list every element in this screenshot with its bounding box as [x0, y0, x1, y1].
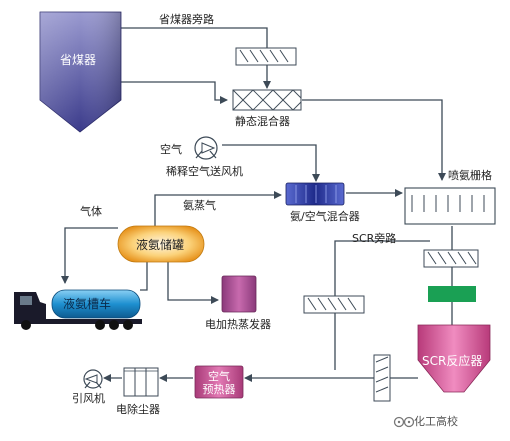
economizer-bypass-damper	[235, 47, 297, 66]
tank-to-vaporizer-line	[167, 262, 219, 304]
dilution-fan-label: 稀释空气送风机	[166, 165, 243, 178]
fan-icon	[194, 136, 218, 160]
ammonia-storage-tank	[117, 225, 205, 263]
scr-bypass-line	[334, 240, 430, 370]
air-label: 空气	[160, 143, 182, 156]
tanker-label: 液氨槽车	[63, 297, 112, 311]
ammonia-injection-grid	[404, 187, 496, 225]
watermark-label: 化工高校	[414, 415, 458, 428]
scr-reactor-label: SCR反应器	[422, 354, 483, 368]
scr-bypass-label: SCR旁路	[352, 232, 397, 245]
dilution-air-line	[222, 144, 320, 182]
economizer-bypass-label: 省煤器旁路	[159, 13, 214, 26]
static-mixer-label: 静态混合器	[235, 115, 290, 128]
gas-return-line	[61, 227, 118, 284]
scr-reactor	[417, 324, 491, 393]
gas-label: 气体	[80, 205, 102, 218]
truck-icon	[14, 289, 142, 330]
ammonia-tank-label: 液氨储罐	[136, 238, 185, 252]
mixer-to-aig-line	[302, 99, 446, 181]
id-fan-label: 引风机	[72, 392, 105, 405]
id-fan-icon	[83, 369, 103, 389]
electric-vaporizer-label: 电加热蒸发器	[205, 318, 271, 331]
aig-outlet-damper	[423, 249, 479, 268]
air-preheater-label: 空气 预热器	[202, 370, 236, 397]
reactor-outlet-damper	[373, 354, 391, 402]
static-mixer	[232, 89, 302, 111]
ammonia-vapor-label: 氨蒸气	[183, 199, 216, 212]
aig-label: 喷氨栅格	[448, 169, 492, 182]
ammonia-vapor-line	[154, 191, 282, 226]
ammonia-air-mixer	[285, 182, 345, 206]
economizer-to-mixer-line	[121, 81, 228, 104]
economizer	[39, 11, 122, 133]
catalyst-layer	[428, 286, 476, 302]
esp-label: 电除尘器	[116, 403, 160, 416]
watermark-logo-icon	[393, 416, 415, 428]
air-preheater	[194, 365, 244, 399]
esp	[123, 367, 159, 397]
ammonia-air-mixer-label: 氨/空气混合器	[290, 210, 360, 223]
electric-vaporizer	[221, 275, 257, 313]
economizer-label: 省煤器	[60, 53, 97, 67]
economizer-bypass-line	[121, 27, 271, 89]
truck-to-tank-line	[140, 262, 148, 291]
scr-bypass-damper	[303, 295, 365, 314]
